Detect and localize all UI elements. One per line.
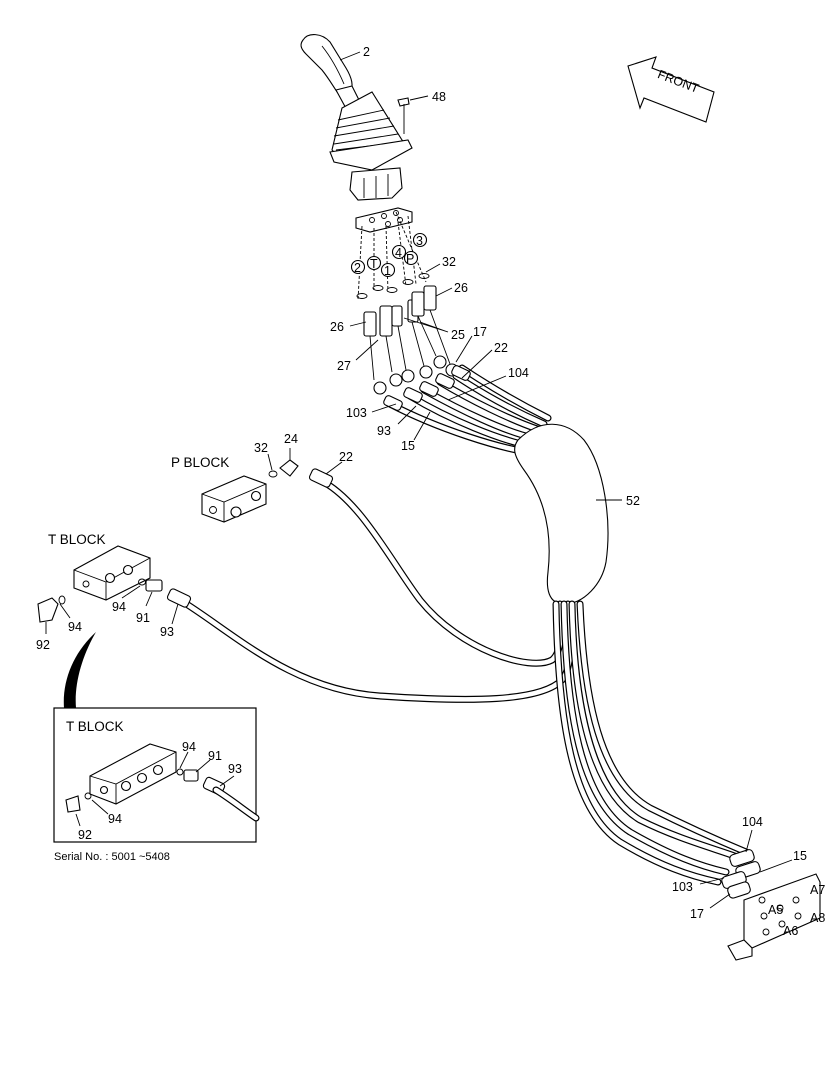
port-3: 3 <box>416 234 423 248</box>
label-52: 52 <box>626 494 640 508</box>
port-1: 1 <box>384 264 391 278</box>
label-a5: A5 <box>768 903 783 917</box>
label-103-top: 103 <box>346 406 367 420</box>
port-2: 2 <box>354 261 361 275</box>
port-4: 4 <box>395 246 402 260</box>
serial-number-note: Serial No. : 5001 ~5408 <box>54 851 170 863</box>
port-bracket <box>721 849 821 961</box>
port-markers: 2 T 1 4 P 3 <box>350 232 428 278</box>
label-a7: A7 <box>810 883 825 897</box>
t-block-inset-label: T BLOCK <box>66 719 124 734</box>
front-arrow: FRONT <box>627 56 715 123</box>
label-93-a: 93 <box>160 625 174 639</box>
label-a6: A6 <box>783 924 798 938</box>
valve-fittings <box>356 273 459 395</box>
label-27: 27 <box>337 359 351 373</box>
label-48: 48 <box>432 90 446 104</box>
label-94-a: 94 <box>68 620 82 634</box>
label-104-bottom: 104 <box>742 815 763 829</box>
leader-lines <box>45 51 793 909</box>
p-block <box>201 459 334 523</box>
port-t: T <box>370 257 378 271</box>
label-a8: A8 <box>810 911 825 925</box>
label-92-a: 92 <box>36 638 50 652</box>
label-93-top: 93 <box>377 424 391 438</box>
t-block <box>37 545 192 623</box>
t-block-label: T BLOCK <box>48 532 106 547</box>
label-25: 25 <box>451 328 465 342</box>
detail-callout <box>63 632 96 708</box>
label-32-pblock: 32 <box>254 441 268 455</box>
label-15-bottom: 15 <box>793 849 807 863</box>
label-2: 2 <box>363 45 370 59</box>
label-26-right: 26 <box>454 281 468 295</box>
label-103-bottom: 103 <box>672 880 693 894</box>
label-32-top: 32 <box>442 255 456 269</box>
label-15-top: 15 <box>401 439 415 453</box>
joystick-assembly <box>300 34 413 201</box>
label-93-inset: 93 <box>228 762 242 776</box>
label-92-inset: 92 <box>78 828 92 842</box>
label-91-a: 91 <box>136 611 150 625</box>
port-p: P <box>406 252 414 266</box>
label-94-inset2: 94 <box>108 812 122 826</box>
label-104-top: 104 <box>508 366 529 380</box>
label-22-top: 22 <box>494 341 508 355</box>
label-91-inset: 91 <box>208 749 222 763</box>
label-26-left: 26 <box>330 320 344 334</box>
label-94-b: 94 <box>112 600 126 614</box>
label-94-inset: 94 <box>182 740 196 754</box>
label-17-top: 17 <box>473 325 487 339</box>
p-block-label: P BLOCK <box>171 455 229 470</box>
label-24: 24 <box>284 432 298 446</box>
label-17-bottom: 17 <box>690 907 704 921</box>
t-block-inset <box>53 707 260 843</box>
hose-bundle <box>176 364 750 886</box>
label-22-pblock: 22 <box>339 450 353 464</box>
part-labels: 2 48 32 26 26 25 27 17 22 104 103 93 15 … <box>36 45 825 938</box>
